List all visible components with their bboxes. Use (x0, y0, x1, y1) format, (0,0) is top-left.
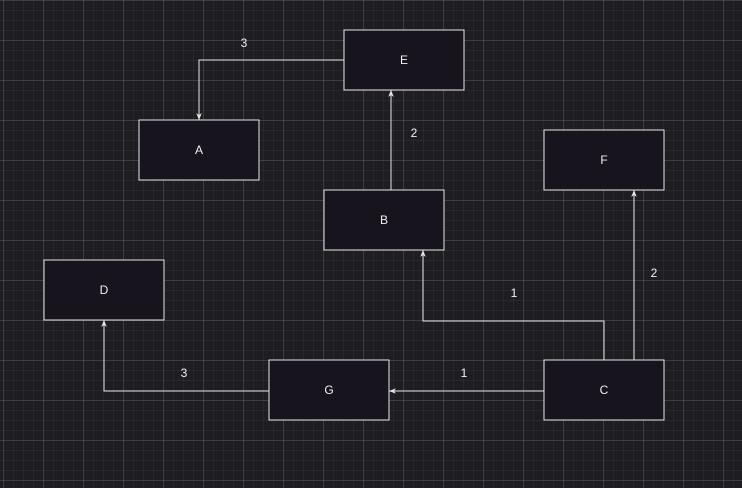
edge-label-c-to-g: 1 (461, 366, 468, 380)
edge-label-c-to-b: 1 (511, 286, 518, 300)
edge-b-to-e[interactable]: 2 (388, 90, 418, 190)
node-d-label: D (100, 283, 109, 297)
edge-label-b-to-e: 2 (411, 126, 418, 140)
node-e[interactable]: E (343, 29, 465, 91)
node-c-label: C (600, 383, 609, 397)
node-g-label: G (324, 383, 333, 397)
node-c[interactable]: C (543, 359, 665, 421)
node-f-label: F (600, 153, 607, 167)
edge-label-g-to-d: 3 (181, 366, 188, 380)
node-e-label: E (400, 53, 408, 67)
edge-label-c-to-f: 2 (651, 266, 658, 280)
edge-c-to-f[interactable]: 2 (631, 190, 658, 360)
edge-label-e-to-a: 3 (241, 36, 248, 50)
node-d[interactable]: D (43, 259, 165, 321)
node-a-label: A (195, 143, 203, 157)
edge-c-to-b[interactable]: 1 (420, 250, 605, 360)
node-g[interactable]: G (268, 359, 390, 421)
edge-c-to-g[interactable]: 1 (389, 366, 544, 394)
edge-g-to-d[interactable]: 3 (101, 320, 269, 392)
node-b[interactable]: B (323, 189, 445, 251)
edge-e-to-a[interactable]: 3 (196, 36, 344, 120)
node-a[interactable]: A (138, 119, 260, 181)
node-b-label: B (380, 213, 388, 227)
node-f[interactable]: F (543, 129, 665, 191)
